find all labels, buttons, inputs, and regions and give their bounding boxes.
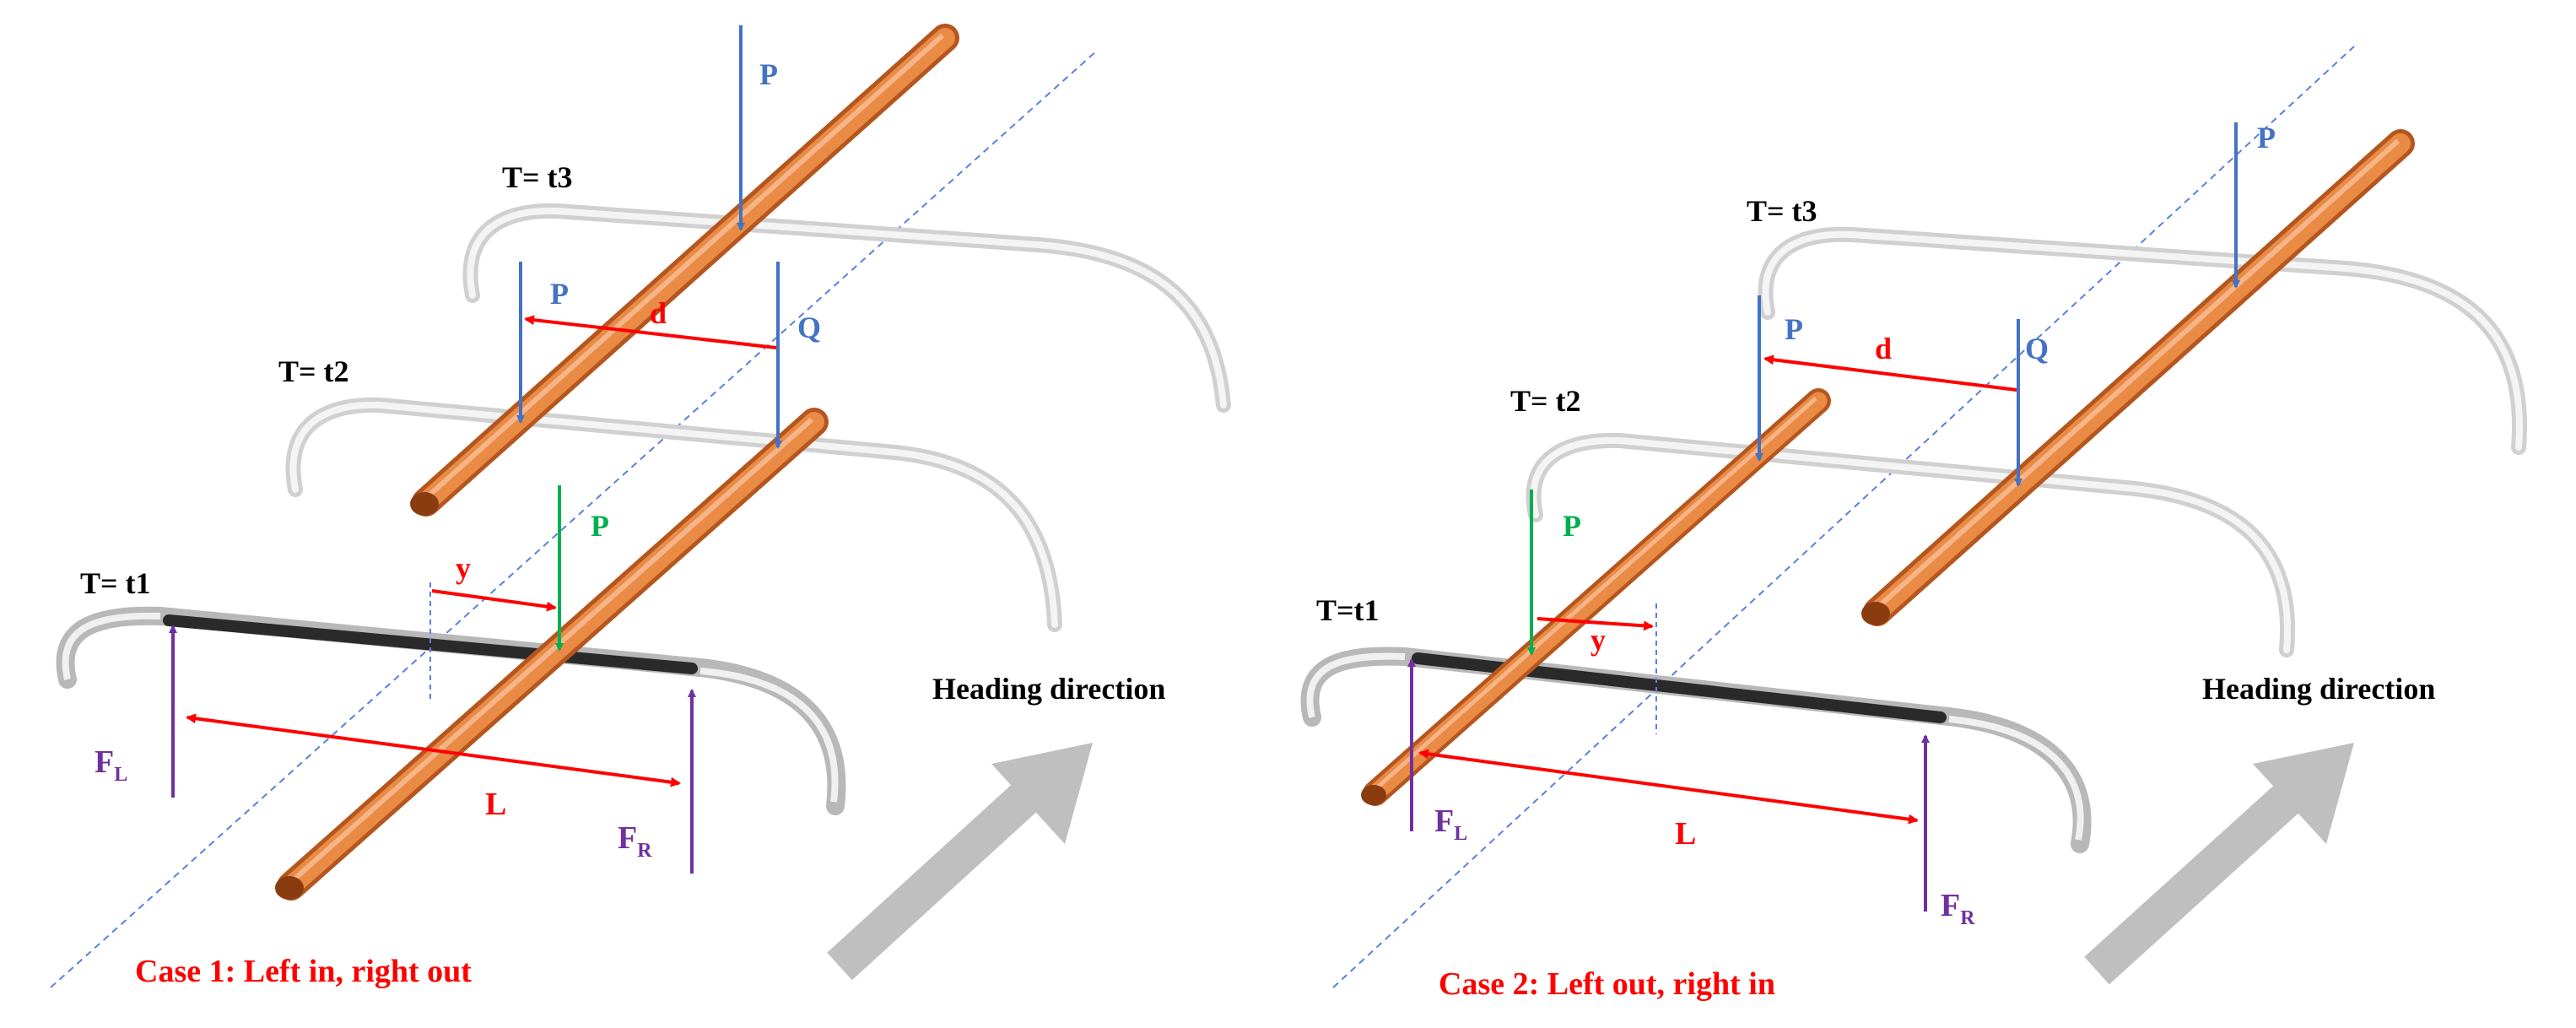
case1-conductor-front [275, 408, 829, 901]
case2-dimension-d [1763, 354, 2017, 392]
case2-label-FR: FR [1941, 888, 1975, 929]
case1-pantograph-t3 [462, 203, 1231, 413]
case1-label-FL: FL [95, 744, 127, 786]
case2-label-t3: T= t3 [1747, 194, 1817, 228]
case2-label-P-green: P [1563, 509, 1581, 543]
case1-label-P-green: P [591, 509, 609, 543]
case1-dimension-L [186, 713, 681, 787]
case1-conductor-back [410, 24, 959, 517]
case2-label-d: d [1875, 332, 1892, 365]
case1-label-t3: T= t3 [502, 160, 573, 194]
case2-label-t2: T= t2 [1510, 384, 1581, 418]
case2-label-FL: FL [1434, 803, 1467, 845]
case1-track-axis [50, 50, 1098, 988]
case1-label-t1: T= t1 [80, 566, 151, 600]
case1-label-FR: FR [618, 820, 652, 862]
case2-pantograph-t3 [1758, 226, 2527, 455]
case1-label-P-mid: P [550, 277, 569, 311]
case2-track-axis [1332, 46, 2355, 988]
case1-label-L: L [485, 787, 506, 822]
case2-label-P-top: P [2257, 121, 2276, 154]
case1-label-P-top: P [759, 57, 778, 91]
case2-dimension-L [1418, 749, 1919, 825]
case1-pantograph-t1 [56, 606, 846, 815]
case1-heading-arrow [827, 743, 1093, 981]
case1-dimension-d [524, 315, 777, 349]
case2-label-t1: T=t1 [1316, 593, 1380, 627]
case2-pantograph-t2 [1526, 432, 2295, 657]
case2-conductor-front [1361, 388, 1831, 806]
case1-heading-label: Heading direction [932, 672, 1165, 706]
case2-label-P-mid: P [1785, 312, 1803, 346]
case1-pantograph-t2 [285, 397, 1062, 632]
case2-dimension-y [1536, 617, 1654, 631]
case2-label-L: L [1675, 816, 1696, 852]
case2-panel: P P Q d T= t3 T= t2 T=t1 P y FL FR L Hea… [1300, 46, 2527, 1002]
case1-label-d: d [650, 296, 667, 330]
case2-conductor-back [1861, 129, 2415, 626]
case1-panel: P P Q d P y FL FR L T= t3 T= t2 T= t1 He… [50, 24, 1231, 989]
case2-heading-arrow [2084, 743, 2354, 985]
case1-dimension-y [431, 589, 557, 612]
case2-caption: Case 2: Left out, right in [1439, 966, 1775, 1002]
case2-label-y: y [1590, 623, 1606, 657]
case2-heading-label: Heading direction [2202, 672, 2435, 706]
case1-label-Q: Q [797, 311, 821, 344]
case2-label-Q: Q [2025, 332, 2049, 365]
case1-label-t2: T= t2 [278, 354, 349, 388]
case1-caption: Case 1: Left in, right out [135, 954, 472, 989]
case1-label-y: y [456, 551, 471, 585]
